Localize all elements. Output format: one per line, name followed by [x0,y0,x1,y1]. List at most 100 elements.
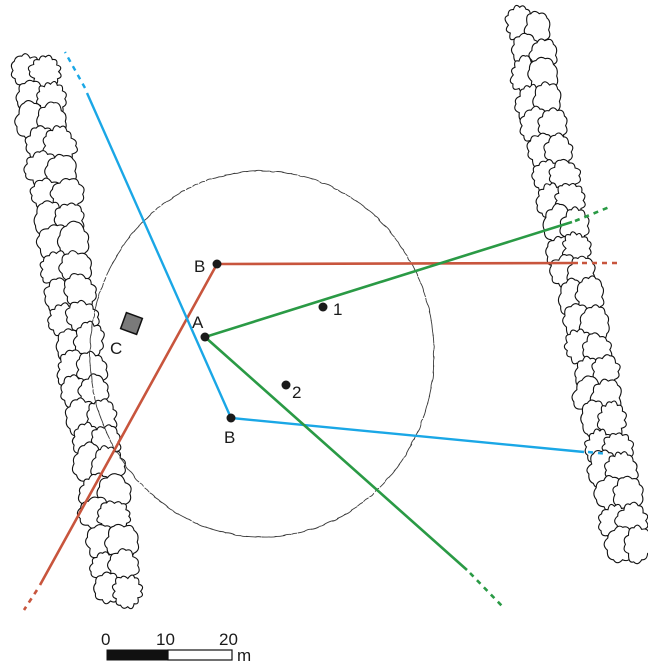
ring-mark [433,343,435,350]
ring-mark [388,469,396,478]
scale-bar-white-segment [167,649,233,661]
scale-tick-10: 10 [156,630,175,649]
label-b-lower: B [224,428,235,447]
ring-mark [394,237,400,244]
ring-mark [403,452,408,458]
ring-mark [153,496,163,504]
green-line-dash-bottom [469,572,503,607]
ring-mark [297,530,305,534]
ring-mark [198,180,205,184]
ring-mark [363,497,369,502]
ring-mark [149,210,155,215]
ring-mark [319,524,325,527]
label-b-upper: B [194,257,205,276]
ring-mark [205,178,212,182]
ring-mark [133,225,140,232]
blue-line-solid [85,92,585,454]
ring-mark [298,174,305,178]
ring-mark [197,523,207,528]
ring-mark [95,296,100,306]
ring-mark [419,282,425,291]
tree-canopy-icon [603,525,635,564]
ring-mark [319,181,325,184]
ring-mark [282,171,293,175]
ring-mark [379,481,386,488]
ring-mark [332,186,338,191]
ring-mark [233,171,241,174]
blue-line-dash-right [587,450,609,456]
scale-bar-black-segment [106,649,169,661]
ring-mark [355,200,365,207]
ring-mark [420,418,424,424]
ring-mark [178,513,187,519]
ring-mark [120,243,125,249]
ring-mark [149,492,156,498]
ring-mark [115,248,122,257]
ring-mark [166,196,174,203]
ring-mark [139,482,144,487]
ring-mark [383,224,392,233]
ring-mark [212,176,220,180]
ring-mark [192,183,199,187]
ring-mark [384,476,390,482]
ring-mark [304,528,313,532]
ring-mark [428,310,432,322]
point-b-lower-dot [226,413,236,423]
point-2-dot [281,380,291,390]
ring-mark [417,276,421,283]
ring-mark [185,517,192,522]
ring-mark [172,193,180,198]
ring-mark [345,193,351,198]
red-line-dash-left [22,589,39,611]
ring-mark [100,282,104,291]
ring-mark [94,396,97,404]
ring-mark [224,532,235,536]
ring-mark [432,334,435,344]
label-1: 1 [333,300,342,319]
ring-mark [161,201,167,206]
point-a-dot [200,332,210,342]
ring-mark [350,506,358,511]
ring-mark [430,320,433,327]
ring-mark [323,520,334,526]
ring-mark [124,465,130,471]
ring-mark [369,492,375,498]
ring-mark [269,170,276,173]
ring-mark [106,269,110,276]
ring-mark [357,501,364,507]
ring-mark [92,389,95,396]
circular-ring [89,169,435,538]
ring-mark [405,443,413,454]
ring-mark [336,513,347,520]
ring-mark [144,487,150,493]
label-2: 2 [292,383,301,402]
ring-mark [155,205,161,211]
ring-mark [179,190,185,194]
ring-mark [91,319,94,328]
ring-mark [424,402,429,412]
ring-mark [172,510,180,515]
ring-mark [89,349,91,359]
ring-mark [398,242,404,251]
ring-mark [407,256,411,263]
ring-mark [337,189,346,195]
ring-mark [133,476,140,483]
ring-mark [89,364,92,374]
ring-mark [425,297,429,305]
ring-mark [422,410,427,419]
ring-mark [422,290,426,298]
ring-mark [413,268,419,277]
scale-tick-20: 20 [219,630,238,649]
ring-mark [92,313,95,319]
ring-mark [311,526,320,530]
point-b-upper-dot [212,259,222,269]
right-tree-row [504,4,648,565]
label-a: A [192,313,204,332]
ring-mark [290,173,298,176]
ring-mark [89,342,92,350]
ring-mark [103,277,107,283]
ring-mark [98,290,101,297]
ring-mark [128,469,136,478]
ring-mark [402,249,408,257]
ring-mark [324,182,334,188]
